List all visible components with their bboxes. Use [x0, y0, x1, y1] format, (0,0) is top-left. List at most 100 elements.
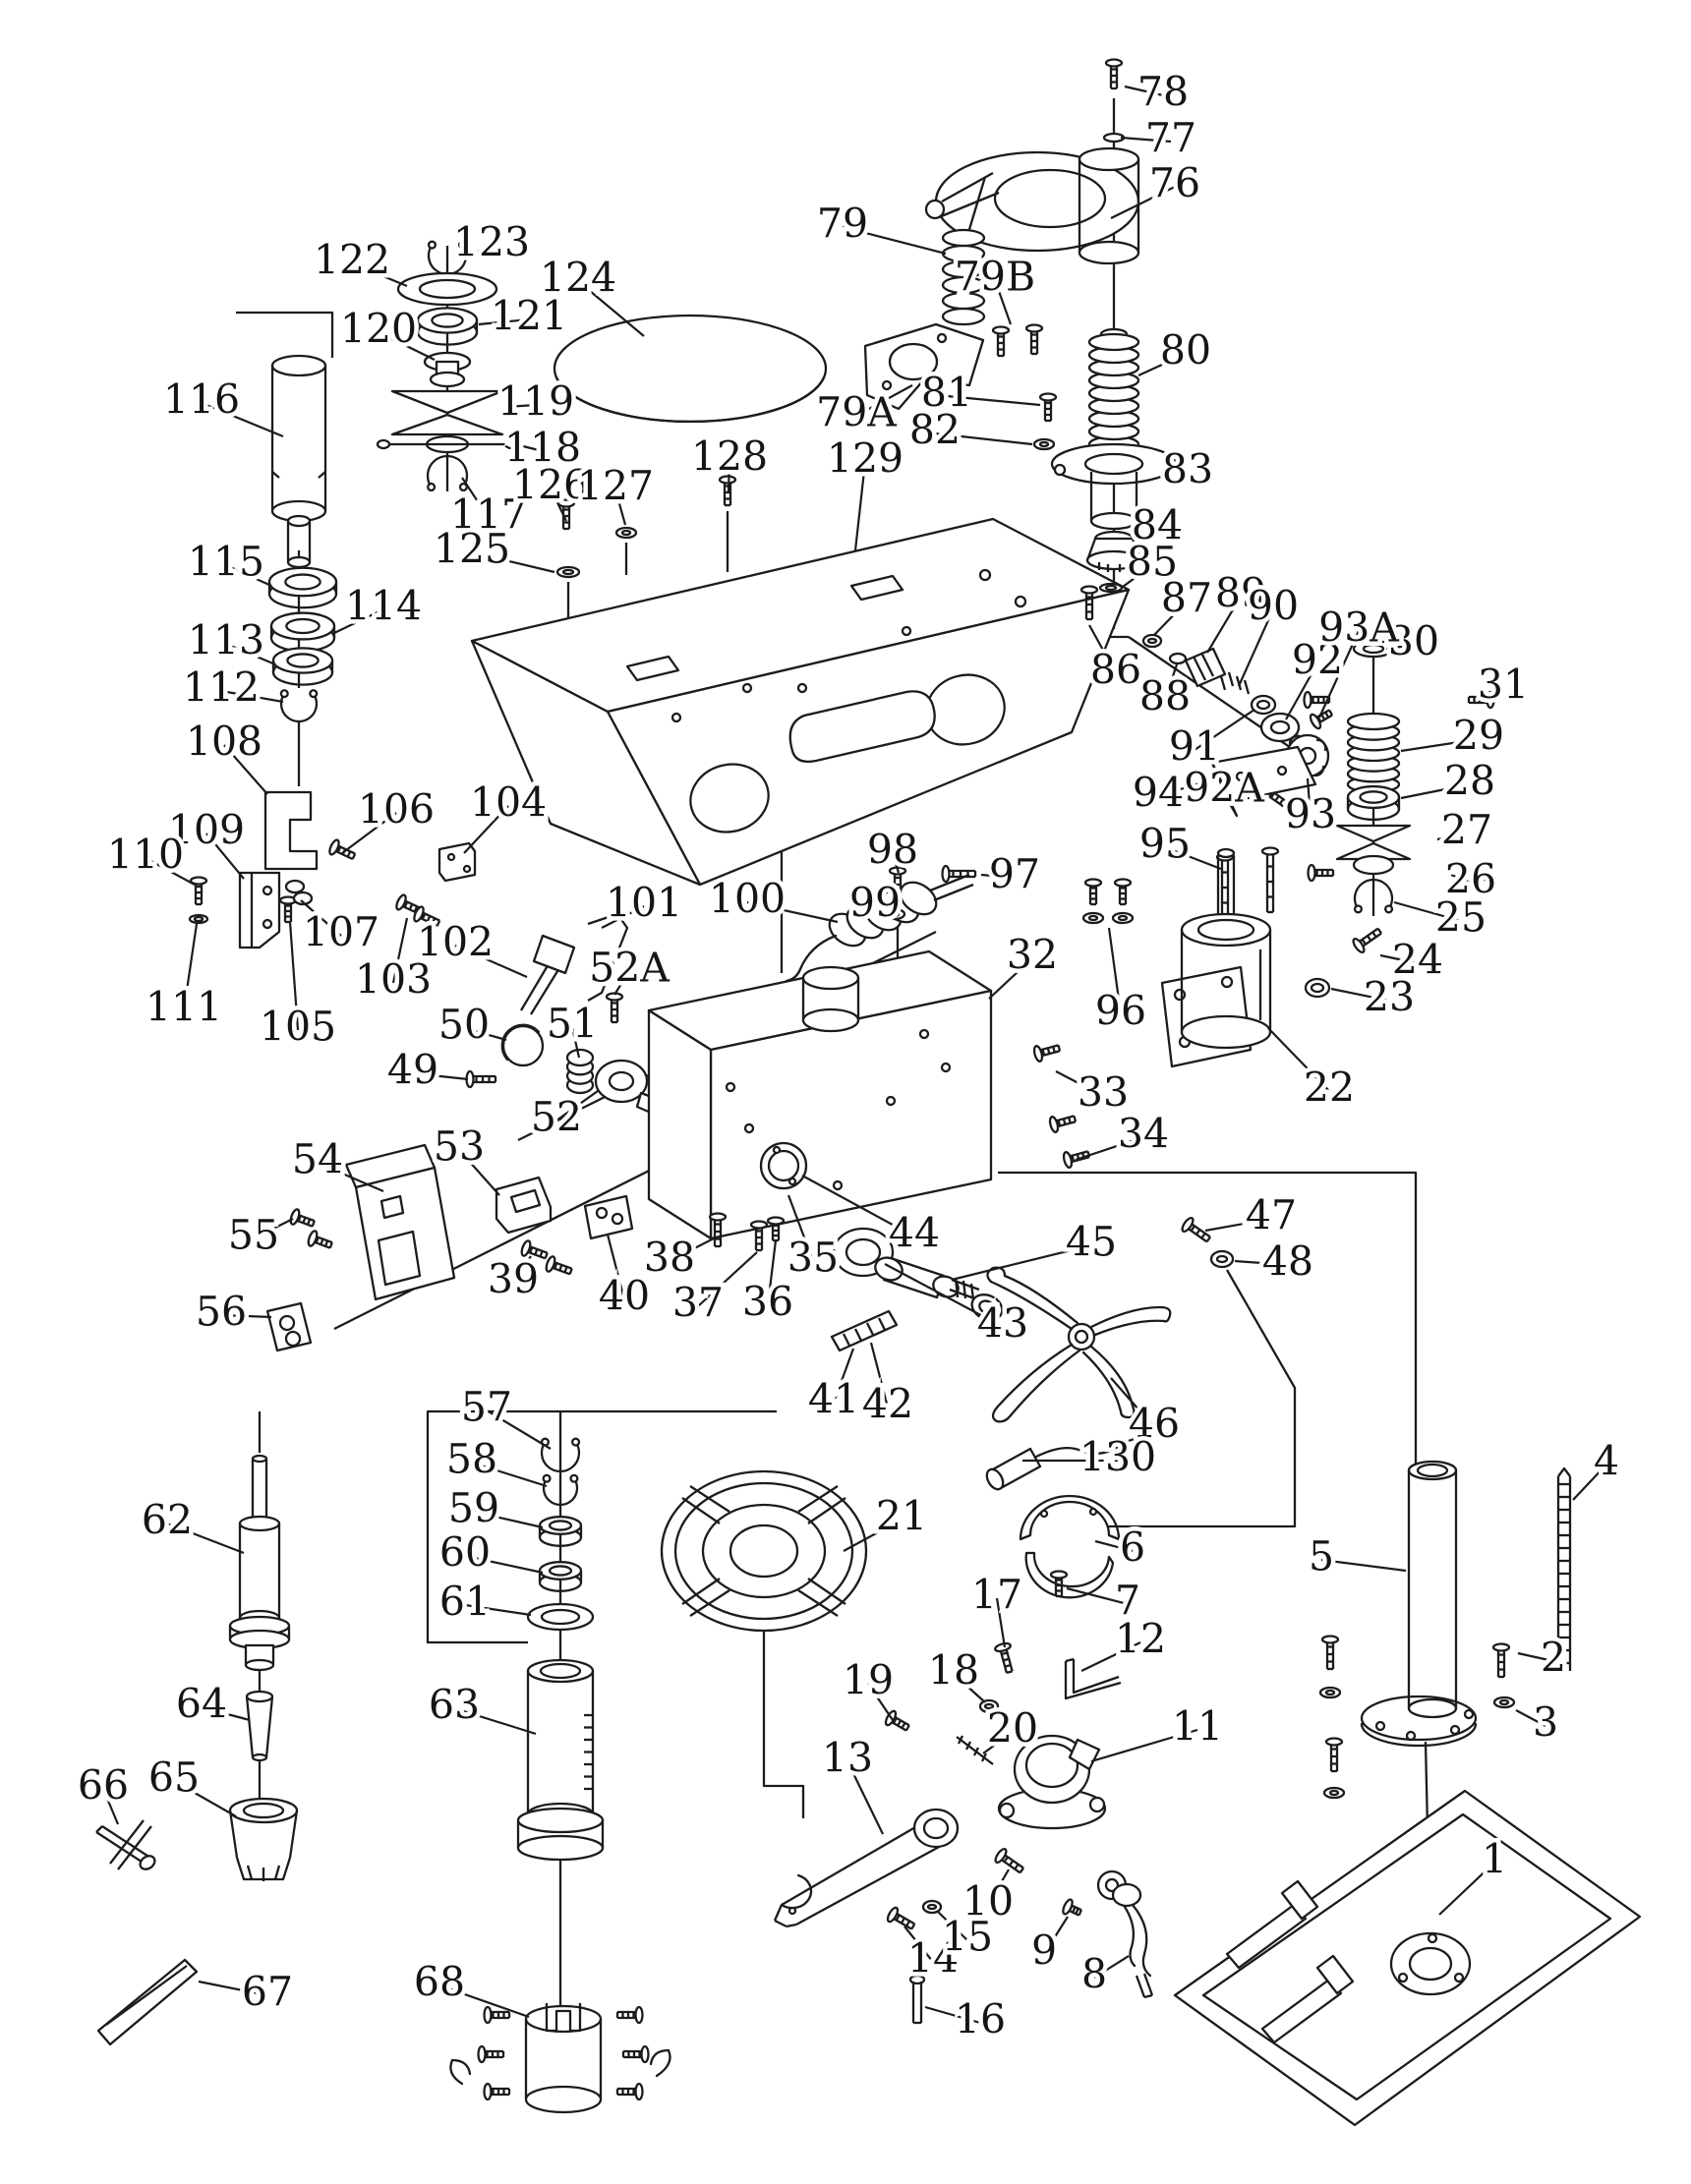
leader-line-45 [951, 1243, 1092, 1282]
leader-line-112 [220, 689, 284, 704]
part-label-14: 14 [907, 1935, 959, 1983]
leader-line-62 [166, 1522, 245, 1555]
part-label-83: 83 [1162, 446, 1213, 493]
leader-line-34 [1075, 1135, 1144, 1162]
shape-line [842, 1333, 851, 1347]
leader-line-126 [550, 488, 567, 522]
shape-screw [289, 1208, 316, 1228]
shape-ellipse [307, 1230, 319, 1247]
shape-ellipse [1111, 1882, 1142, 1908]
part-label-82: 82 [909, 407, 961, 454]
leader-line-95 [1164, 845, 1222, 871]
shape-ellipse [1113, 878, 1133, 888]
shape-ellipse [941, 307, 986, 326]
shape-line [1371, 931, 1377, 938]
shape-polygon [1335, 824, 1412, 843]
shape-circle [924, 199, 946, 220]
leader-line-119 [504, 403, 537, 409]
shape-path [1288, 734, 1302, 746]
leader-line-14 [904, 1925, 934, 1963]
part-label-116: 116 [163, 376, 240, 424]
shape-ellipse [1032, 1045, 1044, 1063]
shape-ellipse [242, 1802, 285, 1819]
shape-line [786, 1923, 797, 1928]
shape-ellipse [1083, 452, 1144, 476]
shape-path [1093, 1319, 1166, 1337]
shape-ellipse [251, 1753, 268, 1762]
shape-circle [767, 1149, 800, 1182]
shape-circle [458, 240, 468, 250]
leader-line-29 [1400, 737, 1480, 753]
part-label-65: 65 [148, 1754, 200, 1802]
shape-line [797, 1485, 839, 1513]
shape-ellipse [483, 2082, 493, 2101]
leader-line-100 [746, 900, 839, 924]
shape-line [910, 1923, 916, 1930]
shape-ellipse [1328, 1789, 1340, 1797]
shape-line [1219, 675, 1227, 691]
shape-line [877, 1317, 887, 1331]
shape-polyline [1557, 1466, 1571, 1477]
leader-line-88 [1163, 663, 1179, 701]
shape-ellipse [516, 1807, 605, 1834]
shape-ellipse [634, 2082, 644, 2101]
part-label-54: 54 [292, 1136, 343, 1183]
shape-line [328, 1241, 333, 1249]
shape-ellipse [1038, 392, 1058, 402]
leader-line-18 [953, 1673, 986, 1703]
shape-ellipse [620, 529, 632, 537]
shape-polyline [245, 1695, 255, 1758]
shape-path [1028, 1500, 1111, 1537]
shape-ellipse [540, 1608, 581, 1626]
shape-line [957, 1735, 964, 1745]
shape-ellipse [1180, 1014, 1272, 1050]
shape-line [1057, 1045, 1062, 1052]
shape-polyline [1142, 1973, 1154, 1996]
part-label-46: 46 [1129, 1401, 1180, 1448]
leader-line-15 [937, 1911, 968, 1941]
part-label-5: 5 [1309, 1533, 1334, 1581]
shape-ellipse [1215, 1254, 1229, 1264]
shape-path [785, 934, 838, 983]
shape-ellipse [328, 838, 340, 856]
leader-line-79B [993, 279, 1013, 325]
shape-circle [611, 1212, 624, 1226]
shape-circle [1161, 451, 1175, 465]
shape-polygon [830, 1309, 899, 1352]
shape-line [1078, 1909, 1082, 1917]
shape-line [1243, 679, 1251, 695]
leader-line-79A [855, 384, 913, 417]
shape-line [351, 853, 357, 860]
leader-line-52A [613, 970, 630, 996]
part-label-119: 119 [497, 378, 574, 426]
part-label-100: 100 [709, 876, 786, 923]
part-label-37: 37 [672, 1280, 724, 1327]
part-label-32: 32 [1007, 932, 1058, 979]
part-label-86: 86 [1090, 647, 1141, 694]
shape-line [346, 850, 352, 858]
leader-line-93 [1306, 777, 1312, 819]
shape-ellipse [1416, 1463, 1449, 1478]
shape-ellipse [985, 1467, 1005, 1491]
shape-polyline [117, 1825, 152, 1870]
shape-line [529, 1246, 534, 1254]
shape-ellipse [285, 617, 321, 635]
shape-line [1200, 1233, 1206, 1239]
shape-ellipse [418, 278, 477, 300]
shape-polygon [437, 841, 477, 883]
shape-path [540, 1440, 581, 1473]
shape-ellipse [889, 910, 901, 918]
part-label-127: 127 [577, 463, 654, 510]
shape-ellipse [1303, 690, 1312, 710]
leader-line-19 [867, 1683, 894, 1721]
leader-line-109 [205, 833, 245, 880]
shape-circle [741, 682, 753, 694]
shape-path [449, 2058, 472, 2086]
shape-polygon [238, 871, 281, 949]
shape-screw [413, 905, 441, 928]
shape-ellipse [516, 1834, 605, 1862]
shape-screw [994, 1641, 1014, 1675]
leader-line-91 [1194, 709, 1255, 751]
shape-ellipse [1491, 1642, 1511, 1652]
shape-polyline [101, 1825, 154, 1861]
